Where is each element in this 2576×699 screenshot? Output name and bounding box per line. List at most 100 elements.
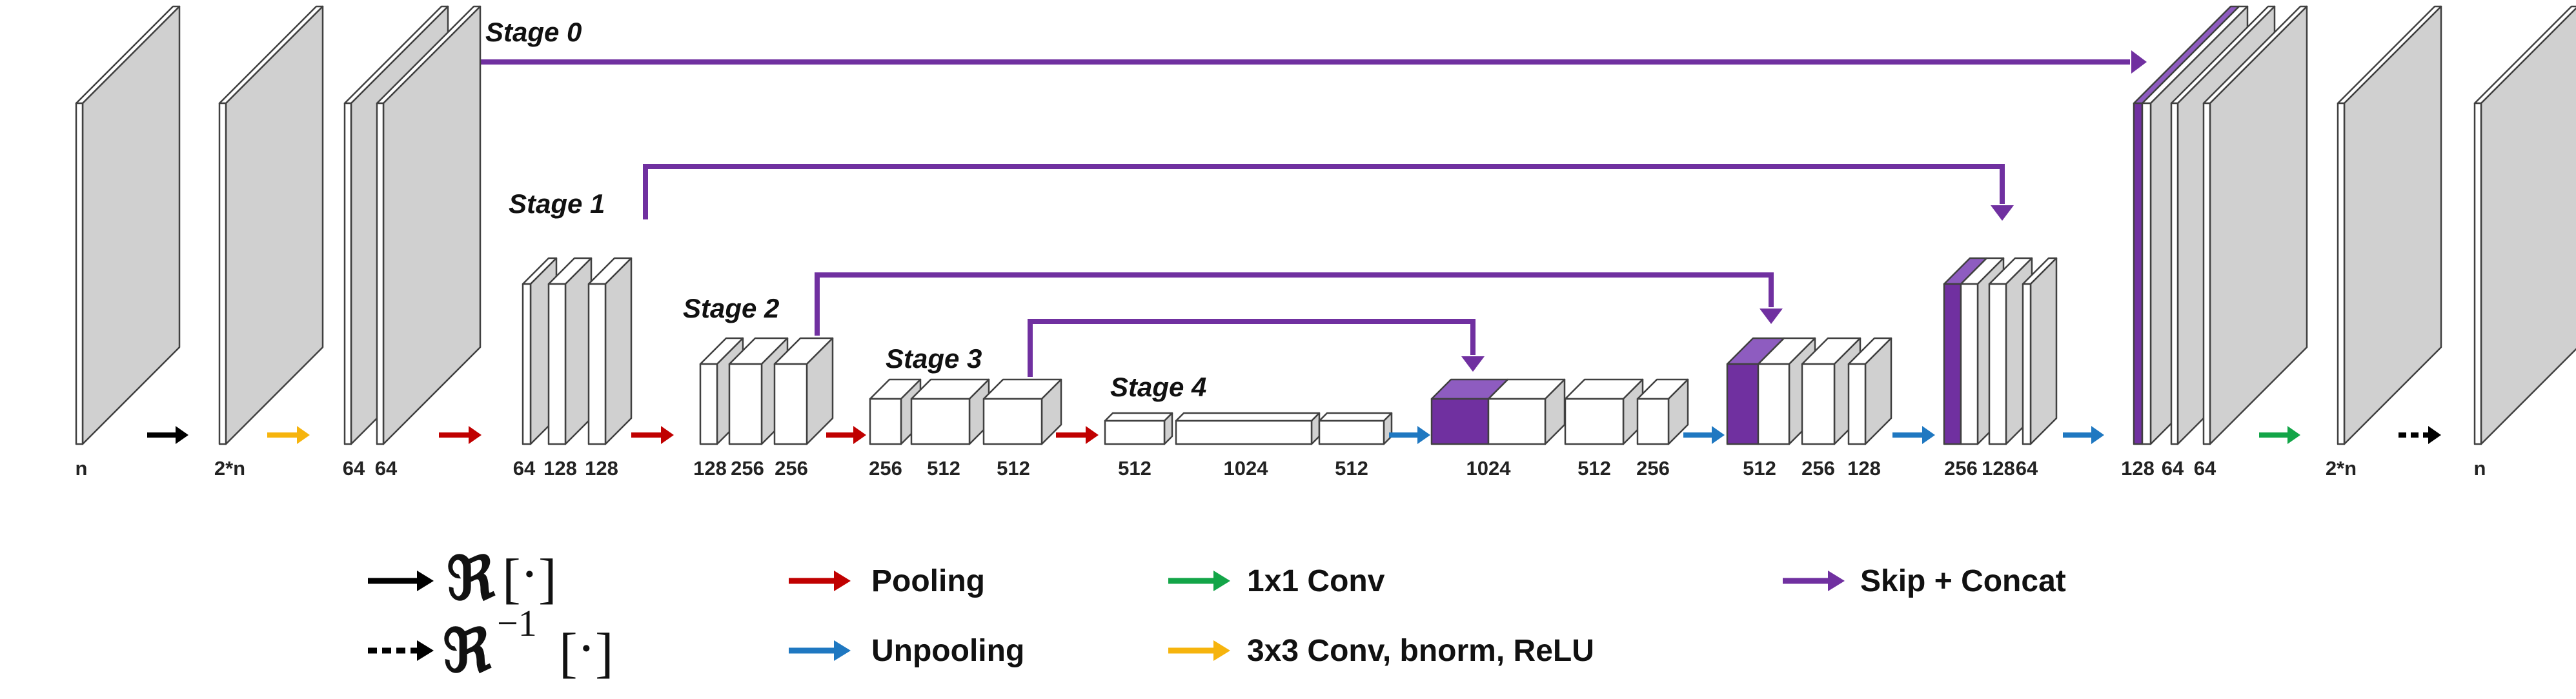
legend-skip-concat: Skip + Concat xyxy=(1783,564,2066,598)
unpooling-arrow-1 xyxy=(1389,426,1430,444)
skip-connections xyxy=(452,50,2147,377)
skip-stage-2 xyxy=(815,272,1774,336)
channel-label: 64 xyxy=(513,457,536,480)
map-up4-256 xyxy=(1636,378,1689,445)
unpooling-arrow-2 xyxy=(1683,426,1725,444)
channel-label: 128 xyxy=(1982,457,2015,480)
pooling-arrow-3 xyxy=(826,426,866,444)
legend: ℜ [ · ] ℜ −1 [ · ] Pooling Unpooling xyxy=(368,543,2066,684)
channel-label: 512 xyxy=(1335,457,1368,480)
legend-transform-bracket-dot: · xyxy=(520,543,539,605)
skip-stage-0-head xyxy=(2131,50,2147,74)
channel-label: 256 xyxy=(775,457,808,480)
legend-transform-bracket-close: ] xyxy=(538,547,557,609)
map-up4-512 xyxy=(1564,378,1644,445)
map-out-2n xyxy=(2337,5,2442,445)
legend-transform-symbol: ℜ xyxy=(447,546,496,612)
legend-unpooling-label: Unpooling xyxy=(871,634,1024,668)
map-2n xyxy=(218,5,324,445)
channel-label: 256 xyxy=(731,457,764,480)
stage-label-4: Stage 4 xyxy=(1110,372,1206,402)
stage-labels: Stage 0 Stage 1 Stage 2 Stage 3 Stage 4 xyxy=(485,17,1206,402)
channel-label: 256 xyxy=(1944,457,1978,480)
stage-label-2: Stage 2 xyxy=(683,293,779,323)
pooling-arrow-1 xyxy=(439,426,482,444)
legend-transform: ℜ [ · ] xyxy=(368,543,557,612)
map-s1-128b xyxy=(587,257,633,445)
channel-label: 512 xyxy=(997,457,1030,480)
skip-stage-3-head xyxy=(1461,356,1485,372)
pooling-arrow-4 xyxy=(1056,426,1099,444)
legend-conv3x3: 3x3 Conv, bnorm, ReLU xyxy=(1168,634,1594,668)
channel-label: 128 xyxy=(693,457,727,480)
channel-label: 512 xyxy=(1577,457,1611,480)
channel-label: 2*n xyxy=(214,457,245,480)
map-up3-128 xyxy=(1847,337,1892,445)
channel-label: 64 xyxy=(2016,457,2038,480)
legend-conv3x3-label: 3x3 Conv, bnorm, ReLU xyxy=(1247,634,1594,668)
channel-label: 1024 xyxy=(1466,457,1512,480)
channel-label: 256 xyxy=(1801,457,1835,480)
channel-label: 64 xyxy=(2162,457,2184,480)
channel-label: n xyxy=(2474,457,2486,480)
unpooling-arrow-4 xyxy=(2063,426,2104,444)
stage-label-0: Stage 0 xyxy=(485,17,582,47)
channel-label: 128 xyxy=(2121,457,2155,480)
legend-transform-bracket-open: [ xyxy=(502,547,521,609)
skip-stage-3 xyxy=(1028,319,1476,377)
map-input-n xyxy=(75,5,181,445)
legend-inverse-bracket-dot: · xyxy=(577,617,596,679)
map-s1-128a xyxy=(547,257,593,445)
channel-label: 64 xyxy=(343,457,365,480)
map-s4-1024 xyxy=(1175,412,1321,445)
legend-inverse-bracket-close: ] xyxy=(595,622,614,684)
channel-label: 128 xyxy=(543,457,577,480)
map-s4-512b xyxy=(1318,412,1393,445)
legend-conv1x1: 1x1 Conv xyxy=(1168,564,1385,598)
legend-inverse-exponent: −1 xyxy=(497,602,537,644)
channel-label: 64 xyxy=(2194,457,2216,480)
stage-label-1: Stage 1 xyxy=(509,188,605,219)
channel-label: 512 xyxy=(1118,457,1151,480)
pooling-arrow-2 xyxy=(631,426,674,444)
flow-arrows xyxy=(147,426,2441,444)
channel-label: 2*n xyxy=(2326,457,2357,480)
channel-label: 256 xyxy=(1636,457,1670,480)
channel-label: 512 xyxy=(1743,457,1776,480)
inverse-transform-arrow xyxy=(2399,426,2441,444)
legend-unpooling: Unpooling xyxy=(789,634,1024,668)
stage-label-3: Stage 3 xyxy=(886,343,982,374)
channel-label: 256 xyxy=(869,457,902,480)
map-s3-512a xyxy=(910,378,990,445)
channel-label: 128 xyxy=(1847,457,1881,480)
map-s0-64b xyxy=(376,5,482,445)
map-up2-64 xyxy=(2022,257,2058,445)
channel-label: 64 xyxy=(375,457,398,480)
legend-inverse-transform: ℜ −1 [ · ] xyxy=(368,602,614,684)
map-output-n xyxy=(2473,5,2576,445)
channel-label: n xyxy=(76,457,88,480)
unpooling-arrow-3 xyxy=(1892,426,1935,444)
map-up1-64b xyxy=(2202,5,2308,445)
map-s3-512b xyxy=(982,378,1062,445)
channel-label: 1024 xyxy=(1224,457,1269,480)
skip-stage-2-head xyxy=(1760,309,1783,324)
conv3x3-arrow-1 xyxy=(267,426,310,444)
map-up4-1024 xyxy=(1430,378,1566,445)
legend-inverse-bracket-open: [ xyxy=(559,622,578,684)
transform-arrow xyxy=(147,426,188,444)
conv1x1-arrow xyxy=(2259,426,2300,444)
legend-pooling: Pooling xyxy=(789,564,985,598)
legend-conv1x1-label: 1x1 Conv xyxy=(1247,564,1385,598)
skip-stage-1 xyxy=(643,164,2005,219)
map-s4-512 xyxy=(1104,412,1173,445)
map-s2-256b xyxy=(773,337,834,445)
feature-map-blocks xyxy=(75,5,2576,445)
channel-label: 512 xyxy=(927,457,960,480)
channel-label: 128 xyxy=(585,457,618,480)
skip-stage-1-head xyxy=(1991,205,2014,221)
legend-pooling-label: Pooling xyxy=(871,564,985,598)
